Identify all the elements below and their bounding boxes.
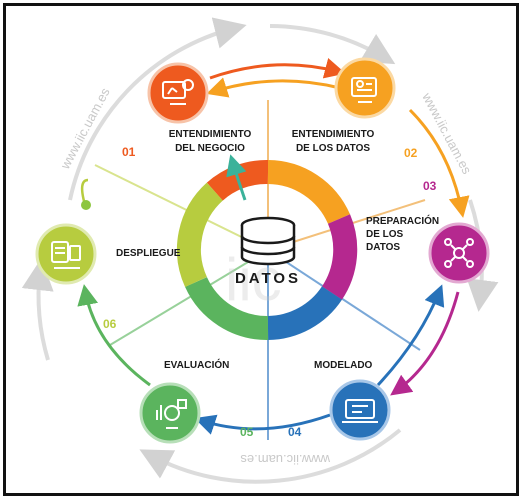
flow-arrows <box>77 58 470 435</box>
outer-cycle-ring <box>21 17 499 484</box>
node-data-understanding <box>334 57 396 119</box>
node-deployment <box>35 223 97 285</box>
svg-text:DATOS: DATOS <box>366 242 400 253</box>
phase-number-04: 04 <box>288 425 302 439</box>
modeling-icon <box>342 399 378 423</box>
url-watermark-bottom: www.iic.uam.es <box>240 452 331 467</box>
phase-number-01: 01 <box>122 145 136 159</box>
data-preparation-icon <box>444 238 474 268</box>
node-data-preparation <box>428 222 490 284</box>
node-evaluation <box>139 382 201 444</box>
phase-number-02: 02 <box>404 146 418 160</box>
phase-label-03: PREPARACIÓN DE LOS DATOS <box>366 214 439 253</box>
phase-label-02: ENTENDIMIENTO DE LOS DATOS <box>292 129 375 154</box>
data-analysis-icon <box>351 77 377 103</box>
phase-number-03: 03 <box>423 179 437 193</box>
center-ring <box>176 160 358 341</box>
phase-number-06: 06 <box>103 317 117 331</box>
url-watermark-left: www.iic.uam.es <box>57 85 113 172</box>
phase-label-05: EVALUACIÓN <box>164 358 229 371</box>
business-icon <box>162 79 194 105</box>
deployment-icon <box>51 241 81 269</box>
phase-label-06: DESPLIEGUE <box>116 248 181 259</box>
svg-text:DE LOS DATOS: DE LOS DATOS <box>296 143 370 154</box>
center-label: DATOS <box>235 270 301 287</box>
svg-text:DEL NEGOCIO: DEL NEGOCIO <box>175 143 245 154</box>
database-icon <box>240 216 296 266</box>
node-modeling <box>329 379 391 441</box>
phase-label-04: MODELADO <box>314 360 373 371</box>
node-business <box>147 62 209 124</box>
svg-text:ENTENDIMIENTO: ENTENDIMIENTO <box>292 129 375 140</box>
phase-number-05: 05 <box>240 425 254 439</box>
evaluation-icon <box>156 399 187 429</box>
deployment-connector <box>80 178 91 210</box>
svg-text:PREPARACIÓN: PREPARACIÓN <box>366 214 439 227</box>
phase-label-01: ENTENDIMIENTO DEL NEGOCIO <box>169 129 252 154</box>
svg-text:DE LOS: DE LOS <box>366 229 404 240</box>
svg-text:ENTENDIMIENTO: ENTENDIMIENTO <box>169 129 252 140</box>
